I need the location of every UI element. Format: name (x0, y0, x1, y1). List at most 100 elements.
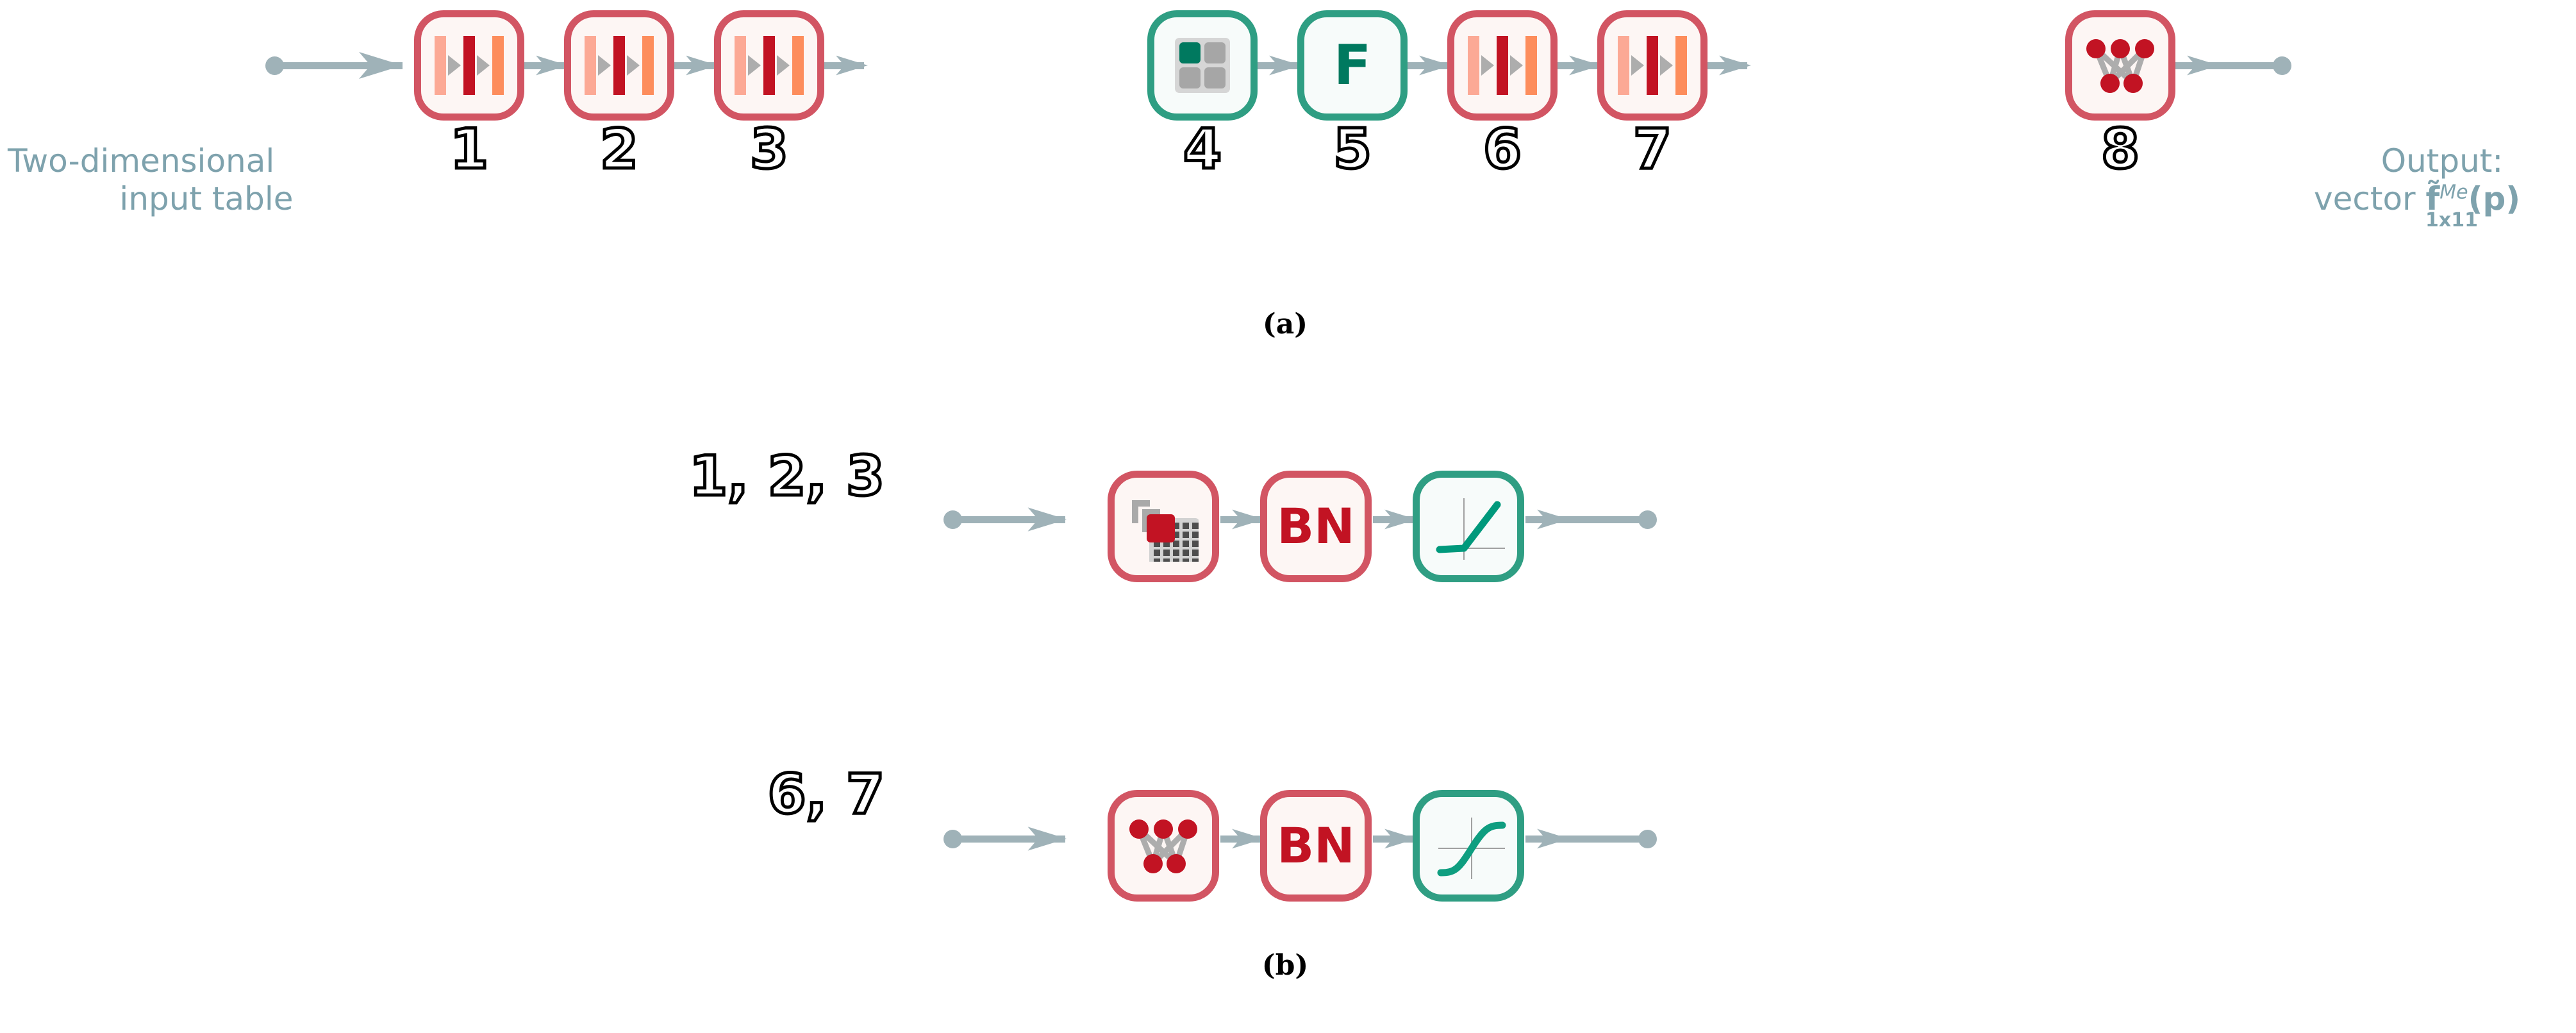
conv-block-icon (1618, 36, 1687, 95)
conv-bar-3 (642, 36, 654, 95)
conv-block-icon (735, 36, 804, 95)
output-label: Output: vector f̃Me(p) 1x11 (2314, 142, 2570, 231)
connector-output (2175, 53, 2291, 78)
connector-2-3 (674, 53, 718, 78)
arrow-head-icon (1537, 828, 1569, 849)
output-terminal-dot (1638, 830, 1657, 848)
relu-curve-icon (1433, 494, 1505, 560)
connector-5-6 (1408, 53, 1451, 78)
arrow-head-icon (1232, 509, 1264, 530)
arrow-head-icon (1537, 509, 1569, 530)
connector-shaft (1525, 516, 1647, 523)
conv-bar-1 (435, 36, 446, 95)
conv-triangle-1 (1481, 55, 1494, 76)
sublayer-relu[interactable] (1413, 471, 1524, 582)
input-label-line-1: Two-dimensional (8, 142, 275, 180)
connector-shaft (267, 62, 403, 69)
layer-block-2[interactable] (564, 10, 674, 121)
conv-triangle-1 (748, 55, 761, 76)
output-terminal-dot (1638, 510, 1657, 529)
block-number-8: 8 (2100, 117, 2141, 181)
output-superscript: Me (2439, 181, 2468, 204)
conv-bar-1 (585, 36, 596, 95)
conv-triangle-2 (477, 55, 490, 76)
arrow-head-icon (536, 55, 568, 76)
layer-block-4[interactable] (1147, 10, 1258, 121)
connector-1-2 (524, 53, 568, 78)
arrow-head-icon (1384, 828, 1417, 849)
conv-bar-1 (1468, 36, 1479, 95)
block-number-7: 7 (1632, 117, 1674, 181)
max-pooling-icon (1175, 38, 1230, 93)
conv-bar-2 (1497, 36, 1508, 95)
sublayer-tanh[interactable] (1413, 790, 1524, 902)
conv2d-kernel-icon (1128, 491, 1199, 568)
conv-block-icon (585, 36, 654, 95)
group-label-123: 1, 2, 3 (688, 444, 886, 508)
arrow-head-icon (1419, 55, 1451, 76)
connector-shaft (2175, 62, 2282, 69)
block-number-4: 4 (1182, 117, 1224, 181)
connector-input (265, 52, 403, 79)
conv-triangle-1 (1631, 55, 1644, 76)
connector-b1-b (1373, 507, 1417, 532)
connector-4-5 (1258, 53, 1301, 78)
sublayer-batchnorm-2[interactable]: BN (1260, 790, 1372, 902)
layer-block-7[interactable] (1597, 10, 1708, 121)
conv-block-icon (435, 36, 504, 95)
batch-norm-icon: BN (1277, 498, 1355, 555)
batch-norm-icon: BN (1277, 817, 1355, 874)
group-label-67: 6, 7 (766, 762, 886, 827)
conv-bar-2 (763, 36, 775, 95)
panel-b-caption: (b) (1261, 949, 1309, 982)
sublayer-dense[interactable] (1108, 790, 1219, 902)
conv-bar-1 (735, 36, 746, 95)
pool-cell (1179, 67, 1201, 88)
arrow-head-icon (359, 52, 403, 79)
conv-triangle-1 (598, 55, 611, 76)
conv-bar-2 (463, 36, 475, 95)
connector-b2-b (1373, 826, 1417, 852)
input-label-line-2: input table (119, 180, 294, 217)
neural-network-icon (1129, 818, 1198, 874)
output-subscript: 1x11 (2425, 209, 2478, 231)
block-number-1: 1 (449, 117, 490, 181)
layer-block-3[interactable] (714, 10, 824, 121)
layer-block-8[interactable] (2065, 10, 2175, 121)
connector-6-7 (1558, 53, 1601, 78)
sublayer-batchnorm-1[interactable]: BN (1260, 471, 1372, 582)
connector-b2-a (1220, 826, 1264, 852)
arrow-head-icon (1269, 55, 1301, 76)
connector-shaft (945, 836, 1065, 843)
arrow-head-icon (836, 55, 868, 76)
connector-shaft (1525, 836, 1647, 843)
conv-triangle-2 (1660, 55, 1673, 76)
flatten-icon: F (1333, 33, 1372, 97)
arrow-head-icon (1719, 55, 1751, 76)
connector-3-4 (824, 53, 868, 78)
conv-triangle-1 (448, 55, 461, 76)
pool-cell (1204, 42, 1226, 63)
layer-block-6[interactable] (1447, 10, 1558, 121)
output-label-line-1: Output: (2381, 142, 2504, 180)
output-terminal-dot (2273, 56, 2291, 75)
conv-triangle-2 (1510, 55, 1523, 76)
connector-b1-output (1525, 507, 1657, 532)
layer-block-1[interactable] (414, 10, 524, 121)
conv-bar-3 (492, 36, 504, 95)
connector-b1-input (943, 507, 1067, 532)
pool-cell-active (1179, 42, 1201, 63)
tanh-curve-icon (1433, 814, 1506, 879)
arrow-head-icon (1232, 828, 1264, 849)
neural-network-icon (2086, 37, 2155, 94)
sublayer-conv2d[interactable] (1108, 471, 1219, 582)
conv-bar-2 (1647, 36, 1658, 95)
layer-block-5[interactable]: F (1297, 10, 1408, 121)
block-number-5: 5 (1332, 117, 1374, 181)
connector-shaft (945, 516, 1065, 523)
conv-bar-3 (792, 36, 804, 95)
arrow-head-icon (686, 55, 718, 76)
conv-bar-3 (1525, 36, 1537, 95)
conv-triangle-2 (777, 55, 790, 76)
conv-bar-1 (1618, 36, 1629, 95)
